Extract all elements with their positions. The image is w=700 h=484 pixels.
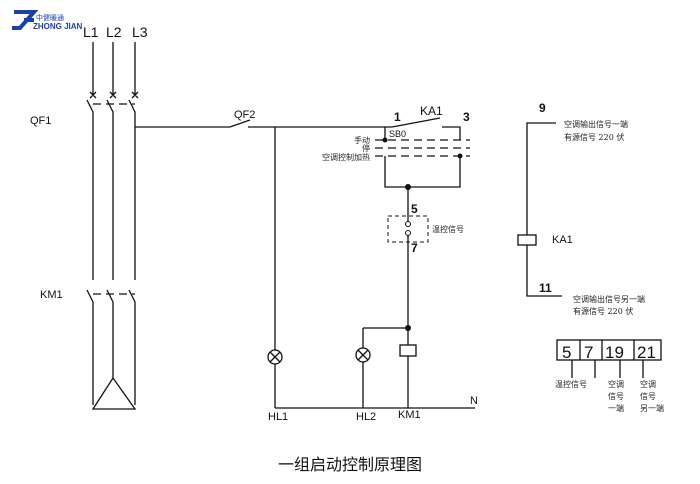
load-lines — [274, 127, 475, 409]
sb0-switch — [375, 127, 470, 190]
km1-coil-label: KM1 — [398, 409, 421, 421]
ac-out-2-line1: 空调输出信号另一端 — [573, 294, 645, 304]
terminal-21: 21 — [637, 343, 656, 362]
ka1-circuit — [526, 122, 562, 297]
ac-out-1-line2: 有源信号 220 伏 — [564, 132, 624, 142]
phase-l1: L1 — [83, 24, 99, 40]
terminal-19-desc-2: 信号 — [608, 391, 624, 401]
terminal-19-desc-1: 空调 — [608, 379, 624, 389]
phase-l3: L3 — [132, 24, 148, 40]
node-3: 3 — [463, 110, 470, 124]
node-11: 11 — [539, 281, 552, 295]
km1-coil — [399, 344, 417, 357]
temp-signal-label: 温控信号 — [432, 224, 464, 234]
terminal-5-desc: 温控信号 — [555, 379, 587, 389]
diagram-title: 一组启动控制原理图 — [278, 456, 422, 474]
km1-contact-label: KM1 — [40, 289, 63, 301]
hl1-label: HL1 — [268, 411, 288, 423]
terminal-block — [556, 339, 662, 378]
node-9: 9 — [539, 101, 546, 115]
node-1: 1 — [394, 110, 401, 124]
terminal-5: 5 — [562, 343, 571, 362]
terminal-21-desc-2: 信号 — [640, 391, 656, 401]
logo-cn: 中健暖通 — [36, 13, 64, 22]
terminal-7: 7 — [584, 343, 593, 362]
ac-out-1-line1: 空调输出信号一端 — [564, 119, 628, 129]
terminal-19-desc-3: 一端 — [608, 403, 624, 413]
sb0-pos-ac: 空调控制加热 — [322, 152, 370, 162]
qf2-label: QF2 — [234, 109, 255, 121]
logo: 中健暖通 ZHONG JIAN — [12, 10, 83, 31]
ka1-coil-label: KA1 — [552, 234, 573, 246]
lamp-hl2 — [355, 347, 371, 363]
terminal-19: 19 — [605, 343, 624, 362]
terminal-21-desc-3: 另一端 — [640, 403, 664, 413]
logo-en: ZHONG JIAN — [33, 22, 83, 31]
control-line — [135, 117, 461, 140]
terminal-21-desc-1: 空调 — [640, 379, 656, 389]
ac-out-2-line2: 有源信号 220 伏 — [573, 306, 633, 316]
hl2-label: HL2 — [356, 411, 376, 423]
phase-l2: L2 — [106, 24, 122, 40]
qf1-label: QF1 — [30, 115, 51, 127]
sb0-pos-manual: 手动 — [354, 135, 370, 145]
neutral-label: N — [470, 395, 478, 407]
sb0-label: SB0 — [389, 129, 406, 139]
ka1-contact-label: KA1 — [420, 104, 443, 118]
node-7: 7 — [411, 241, 418, 255]
ka1-coil — [517, 234, 537, 246]
power-lines — [86, 42, 139, 410]
lamp-hl1 — [267, 349, 283, 365]
temp-box — [387, 215, 429, 243]
sb0-pos-stop: 停 — [362, 143, 370, 153]
node-5: 5 — [411, 202, 418, 216]
